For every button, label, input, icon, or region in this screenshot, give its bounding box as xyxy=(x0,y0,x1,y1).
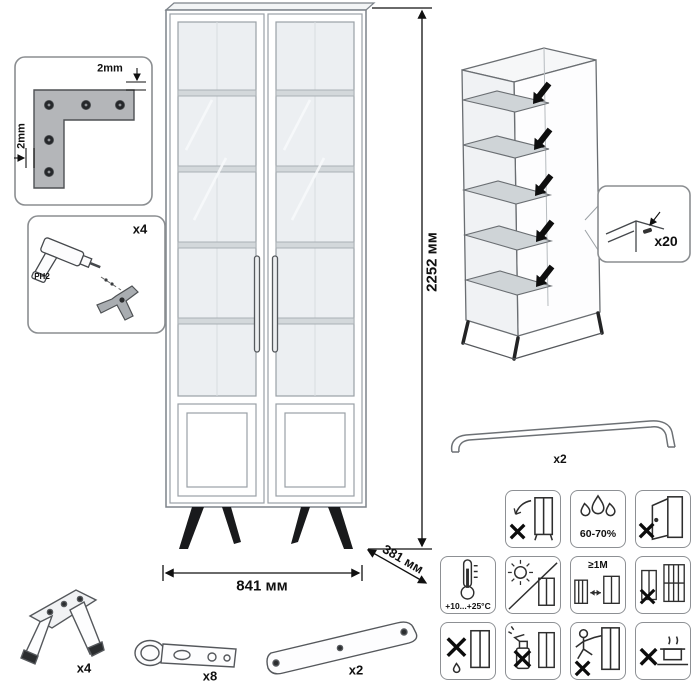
leg-qty-label: x4 xyxy=(76,660,92,676)
care-cell-no-hot-items xyxy=(635,622,691,680)
main-cabinet-drawing xyxy=(164,2,376,549)
tool-qty-label: x4 xyxy=(132,221,148,237)
glass-shelves xyxy=(177,89,355,325)
tool-bit-label: PH2 xyxy=(34,272,50,281)
leg-bracket-part xyxy=(96,285,139,321)
humidity-drops-icon xyxy=(580,494,616,517)
care-cell-sunlight xyxy=(505,556,561,614)
shelf-pin-callout xyxy=(584,185,691,263)
loose-shelves xyxy=(461,90,554,296)
door-handles xyxy=(253,255,279,353)
care-cell-heat-distance: ≥1M xyxy=(570,556,626,614)
dimension-lines xyxy=(162,7,432,584)
bracket-side-gap-label: 2mm xyxy=(15,123,28,149)
shelf-pin xyxy=(642,227,652,234)
heat-distance-icon xyxy=(574,575,620,604)
no-wet-cleaning-icon xyxy=(446,629,490,674)
stretcher-qty-label: x2 xyxy=(348,662,364,678)
care-cell-humidity: 60-70% xyxy=(570,490,626,548)
handle-part xyxy=(450,420,676,453)
no-solvents-icon xyxy=(508,625,555,670)
no-heater-icon xyxy=(639,564,685,605)
care-cell-no-door-strain xyxy=(635,490,691,548)
exploded-cabinet xyxy=(461,47,604,361)
temperature-value: +10...+25°C xyxy=(445,600,491,611)
no-tip-icon xyxy=(509,497,554,541)
min-distance-value: ≥1M xyxy=(588,560,608,571)
leg-part xyxy=(20,589,105,665)
stretcher-part xyxy=(266,621,418,675)
shelf-pin-qty-label: x20 xyxy=(654,233,678,249)
thermometer-icon xyxy=(460,559,478,600)
care-cell-temperature: +10...+25°C xyxy=(440,556,496,614)
hinge-qty-label: x8 xyxy=(202,668,218,684)
height-dimension-label: 2252 мм xyxy=(423,232,441,292)
care-cell-no-tip xyxy=(505,490,561,548)
hinge-part xyxy=(134,639,237,668)
tool-detail xyxy=(27,215,166,334)
care-cell-no-wet xyxy=(440,622,496,680)
humidity-value: 60-70% xyxy=(579,527,617,540)
sunlight-icon xyxy=(507,559,558,610)
bracket-top-gap-label: 2mm xyxy=(97,62,123,75)
cabinet-legs xyxy=(179,507,353,549)
bottom-panels xyxy=(177,403,355,497)
width-dimension-label: 841 мм xyxy=(236,577,288,595)
care-cell-no-climbing xyxy=(570,622,626,680)
insert-arrow-icons xyxy=(533,81,555,287)
handle-qty-label: x2 xyxy=(553,452,567,466)
care-cell-no-heater xyxy=(635,556,691,614)
no-door-strain-icon xyxy=(638,496,684,541)
corner-bracket-detail xyxy=(14,56,153,206)
depth-dimension-arrow xyxy=(366,549,428,584)
no-hot-items-icon xyxy=(639,636,689,666)
care-cell-no-solvents xyxy=(505,622,561,680)
drill-driver xyxy=(31,237,101,283)
no-climbing-icon xyxy=(574,627,620,677)
